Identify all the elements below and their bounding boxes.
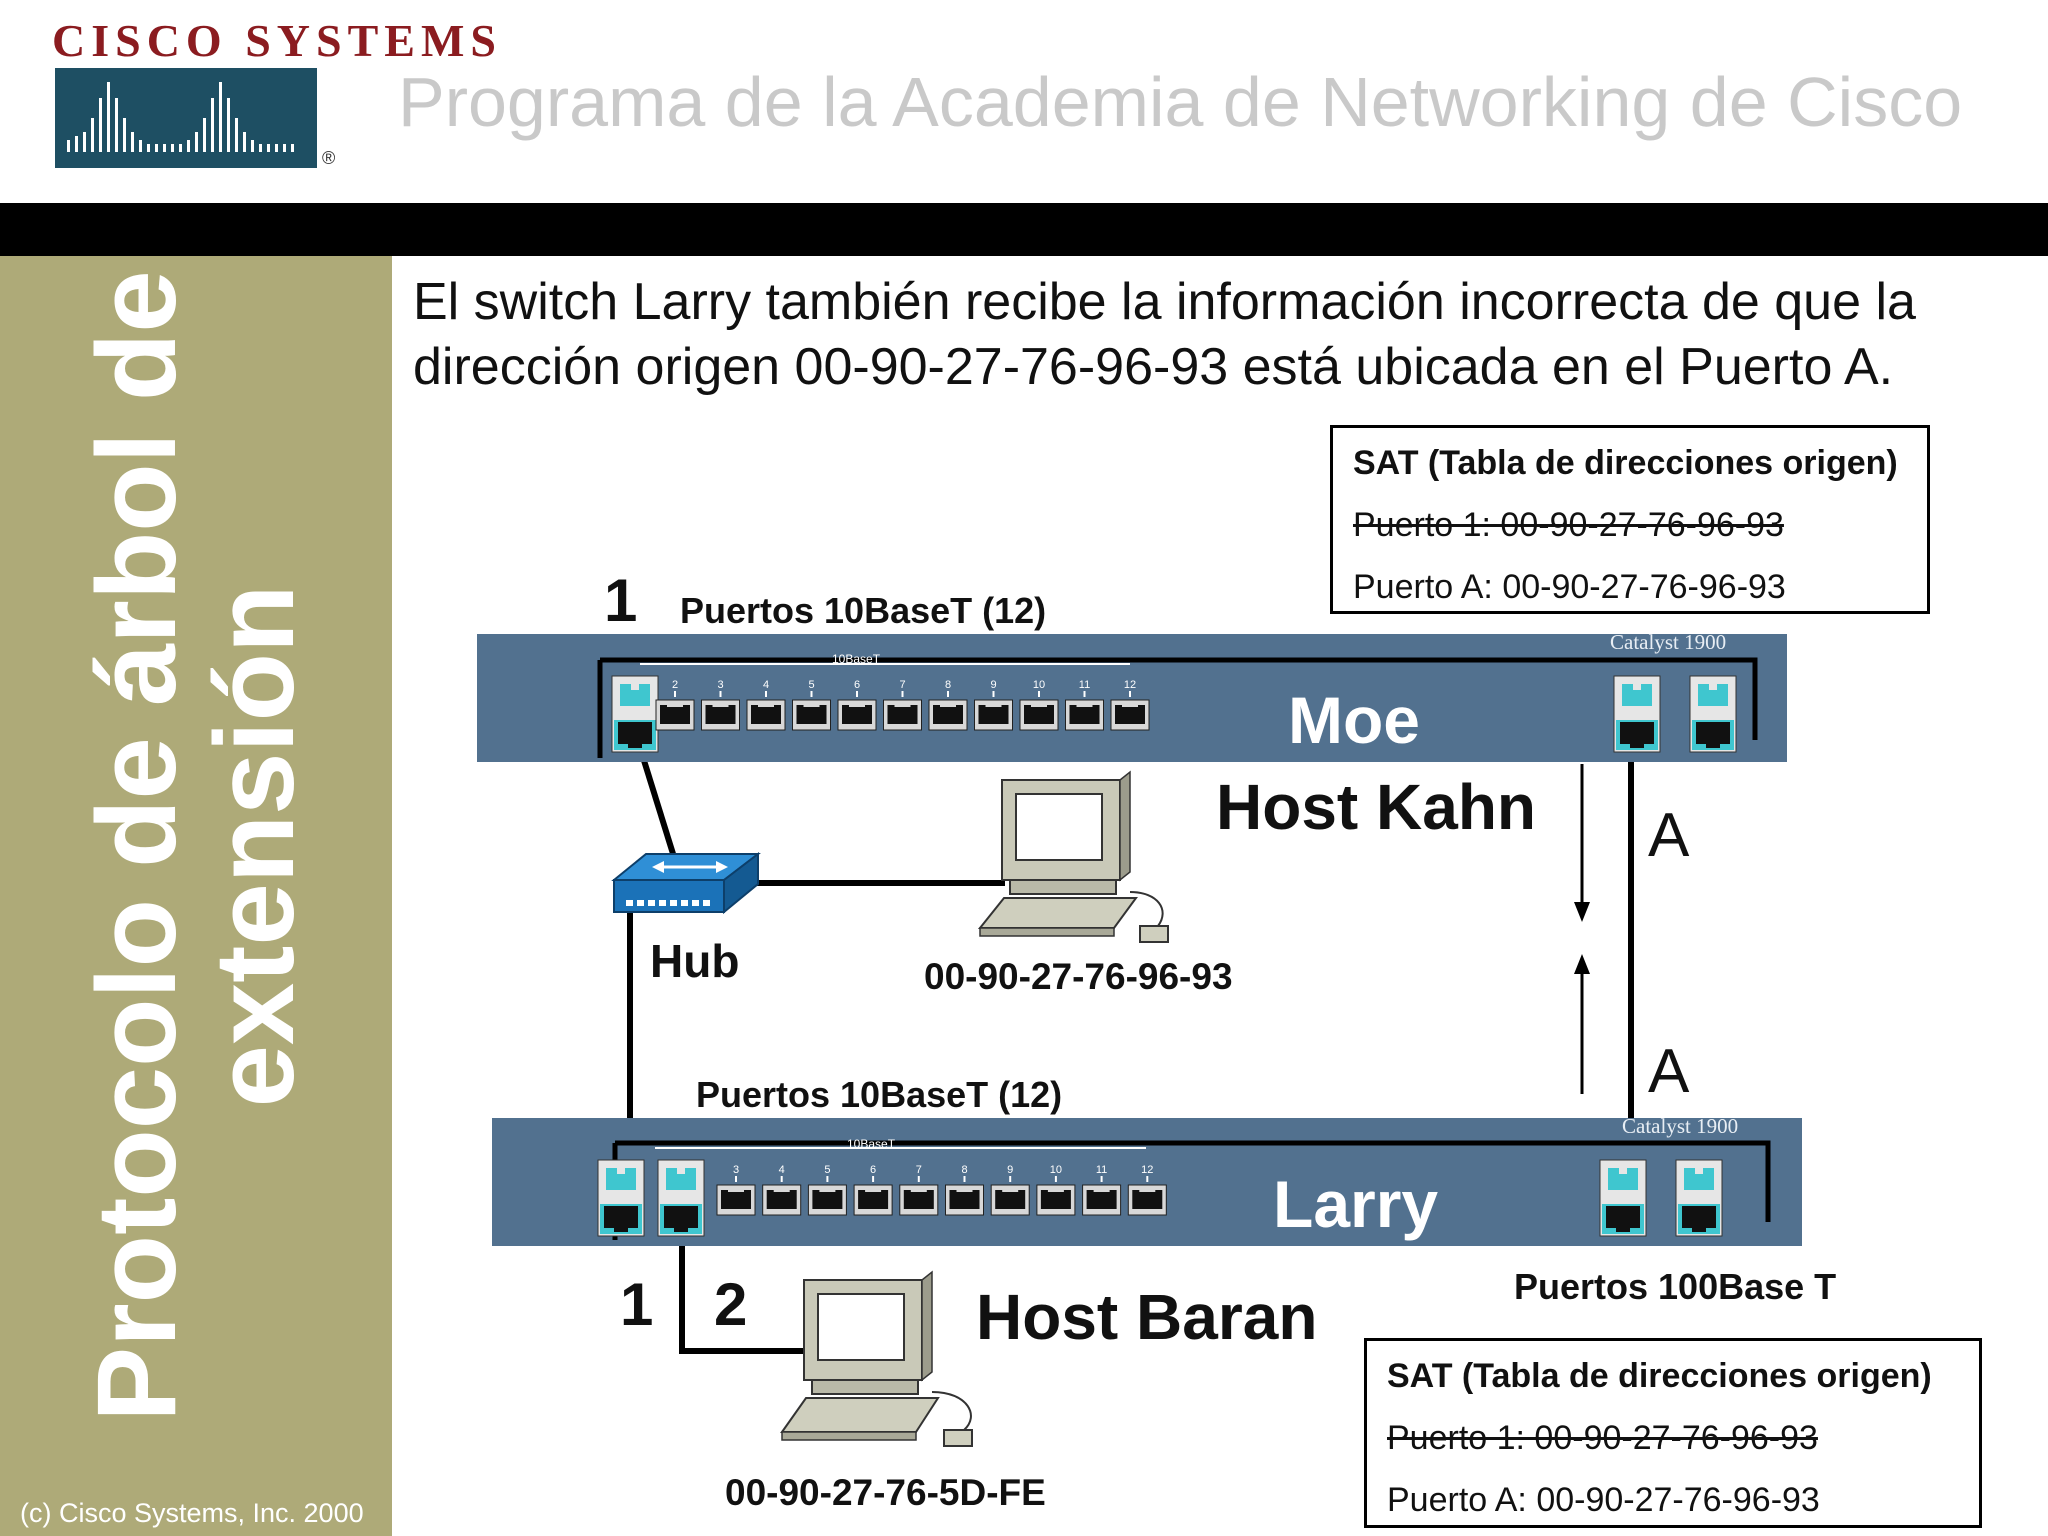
larry-port-row: 3 4 5 6 7 8 9 10 11 12 bbox=[597, 1159, 1723, 1237]
port-number-label: 9 bbox=[990, 679, 996, 691]
larry-uplink-label: A bbox=[1648, 1037, 1690, 1106]
port-number-label: 5 bbox=[824, 1164, 830, 1176]
host-baran-computer-icon bbox=[780, 1270, 973, 1447]
port-number-label: 7 bbox=[916, 1164, 922, 1176]
body-text-line1: El switch Larry también recibe la inform… bbox=[413, 273, 1916, 331]
sat-larry-title: SAT (Tabla de direcciones origen) bbox=[1387, 1357, 1932, 1395]
page-header-title: Programa de la Academia de Networking de… bbox=[398, 63, 1963, 141]
larry-switch-name: Larry bbox=[1273, 1167, 1439, 1241]
larry-port: 10 bbox=[1036, 1164, 1076, 1216]
larry-ports-label: Puertos 10BaseT (12) bbox=[696, 1074, 1063, 1115]
registered-mark-icon: ® bbox=[322, 148, 336, 168]
cisco-logo bbox=[55, 68, 317, 168]
larry-uplink-port-a bbox=[1599, 1159, 1647, 1237]
larry-fast-ports-label: Puertos 100Base T bbox=[1514, 1266, 1837, 1307]
moe-port: 8 bbox=[928, 679, 968, 731]
port-number-label: 7 bbox=[899, 679, 905, 691]
moe-port1-label: 1 bbox=[604, 567, 638, 634]
moe-port: 7 bbox=[883, 679, 922, 731]
moe-port: 5 bbox=[792, 679, 831, 731]
sat-table-larry: SAT (Tabla de direcciones origen) Puerto… bbox=[1364, 1338, 1982, 1528]
port-number-label: 12 bbox=[1124, 679, 1136, 691]
host-baran-mac: 00-90-27-76-5D-FE bbox=[725, 1472, 1046, 1513]
host-kahn-mac: 00-90-27-76-96-93 bbox=[924, 956, 1233, 997]
moe-port-1 bbox=[611, 675, 659, 753]
moe-port-row: 2 3 4 5 6 7 8 9 10 11 12 bbox=[611, 675, 1737, 753]
port-number-label: 8 bbox=[961, 1164, 967, 1176]
switch-moe-body bbox=[477, 634, 1787, 762]
larry-port-group-label: 10BaseT bbox=[847, 1137, 896, 1151]
moe-uplink-port-b bbox=[1689, 675, 1737, 753]
sat-moe-entry: Puerto A: 00-90-27-76-96-93 bbox=[1353, 568, 1786, 606]
body-text-line2: dirección origen 00-90-27-76-96-93 está … bbox=[413, 338, 1894, 396]
moe-port: 2 bbox=[655, 679, 695, 731]
moe-port: 9 bbox=[974, 679, 1013, 731]
port-number-label: 3 bbox=[733, 1164, 739, 1176]
arrow-up-icon bbox=[1574, 954, 1590, 1094]
moe-port: 12 bbox=[1110, 679, 1150, 731]
host-kahn-computer-icon bbox=[977, 770, 1169, 943]
port-number-label: 6 bbox=[854, 679, 860, 691]
arrow-down-icon bbox=[1574, 764, 1590, 922]
sat-moe-entry-struck: Puerto 1: 00-90-27-76-96-93 bbox=[1353, 506, 1784, 544]
moe-uplink-label: A bbox=[1648, 801, 1690, 870]
sidebar bbox=[0, 256, 392, 1536]
hub-label: Hub bbox=[650, 935, 740, 987]
moe-port: 10 bbox=[1019, 679, 1059, 731]
larry-port: 3 bbox=[716, 1164, 756, 1216]
sat-moe-title: SAT (Tabla de direcciones origen) bbox=[1353, 444, 1898, 482]
larry-port-1 bbox=[597, 1159, 645, 1237]
moe-port: 11 bbox=[1065, 679, 1104, 731]
sat-larry-entry: Puerto A: 00-90-27-76-96-93 bbox=[1387, 1481, 1820, 1519]
larry-port: 9 bbox=[990, 1164, 1030, 1216]
larry-port: 6 bbox=[853, 1164, 893, 1216]
port-number-label: 8 bbox=[945, 679, 951, 691]
port-number-label: 5 bbox=[808, 679, 814, 691]
header-divider-bar bbox=[0, 203, 2048, 256]
port-number-label: 4 bbox=[779, 1164, 785, 1176]
moe-port: 4 bbox=[746, 679, 786, 731]
larry-model-label: Catalyst 1900 bbox=[1622, 1114, 1739, 1138]
moe-port: 3 bbox=[701, 679, 740, 731]
larry-port2-label: 2 bbox=[714, 1271, 748, 1338]
port-number-label: 3 bbox=[717, 679, 723, 691]
sat-table-moe: SAT (Tabla de direcciones origen) Puerto… bbox=[1330, 425, 1930, 614]
moe-switch-name: Moe bbox=[1288, 683, 1420, 757]
larry-port: 7 bbox=[899, 1164, 939, 1216]
larry-port: 8 bbox=[945, 1164, 984, 1216]
moe-port: 6 bbox=[837, 679, 877, 731]
host-baran-label: Host Baran bbox=[976, 1281, 1318, 1353]
moe-ports-label: Puertos 10BaseT (12) bbox=[680, 590, 1047, 631]
port-number-label: 10 bbox=[1033, 679, 1045, 691]
larry-port: 11 bbox=[1082, 1164, 1122, 1216]
larry-port1-label: 1 bbox=[620, 1271, 654, 1338]
port-number-label: 9 bbox=[1007, 1164, 1013, 1176]
port-number-label: 4 bbox=[763, 679, 769, 691]
larry-uplink-port-b bbox=[1675, 1159, 1723, 1237]
port-number-label: 10 bbox=[1050, 1164, 1062, 1176]
port-number-label: 6 bbox=[870, 1164, 876, 1176]
copyright-text: (c) Cisco Systems, Inc. 2000 bbox=[20, 1498, 364, 1528]
port-number-label: 11 bbox=[1096, 1164, 1107, 1176]
larry-port: 4 bbox=[762, 1164, 802, 1216]
cable-larry-baran bbox=[679, 1225, 805, 1354]
moe-model-label: Catalyst 1900 bbox=[1610, 630, 1727, 654]
port-number-label: 2 bbox=[672, 679, 678, 691]
cisco-logo-text: CISCO SYSTEMS bbox=[52, 15, 502, 66]
moe-uplink-port-a bbox=[1613, 675, 1661, 753]
host-kahn-label: Host Kahn bbox=[1216, 771, 1536, 843]
network-cables bbox=[627, 737, 1634, 1354]
port-number-label: 12 bbox=[1141, 1164, 1153, 1176]
slide-body-text: El switch Larry también recibe la inform… bbox=[413, 270, 2033, 400]
hub-icon bbox=[611, 851, 761, 915]
moe-port-group-label: 10BaseT bbox=[832, 652, 881, 666]
larry-port-2 bbox=[657, 1159, 705, 1237]
port-number-label: 11 bbox=[1079, 679, 1090, 691]
sat-larry-entry-struck: Puerto 1: 00-90-27-76-96-93 bbox=[1387, 1419, 1818, 1457]
larry-port: 5 bbox=[807, 1164, 847, 1216]
larry-port: 12 bbox=[1127, 1164, 1167, 1216]
